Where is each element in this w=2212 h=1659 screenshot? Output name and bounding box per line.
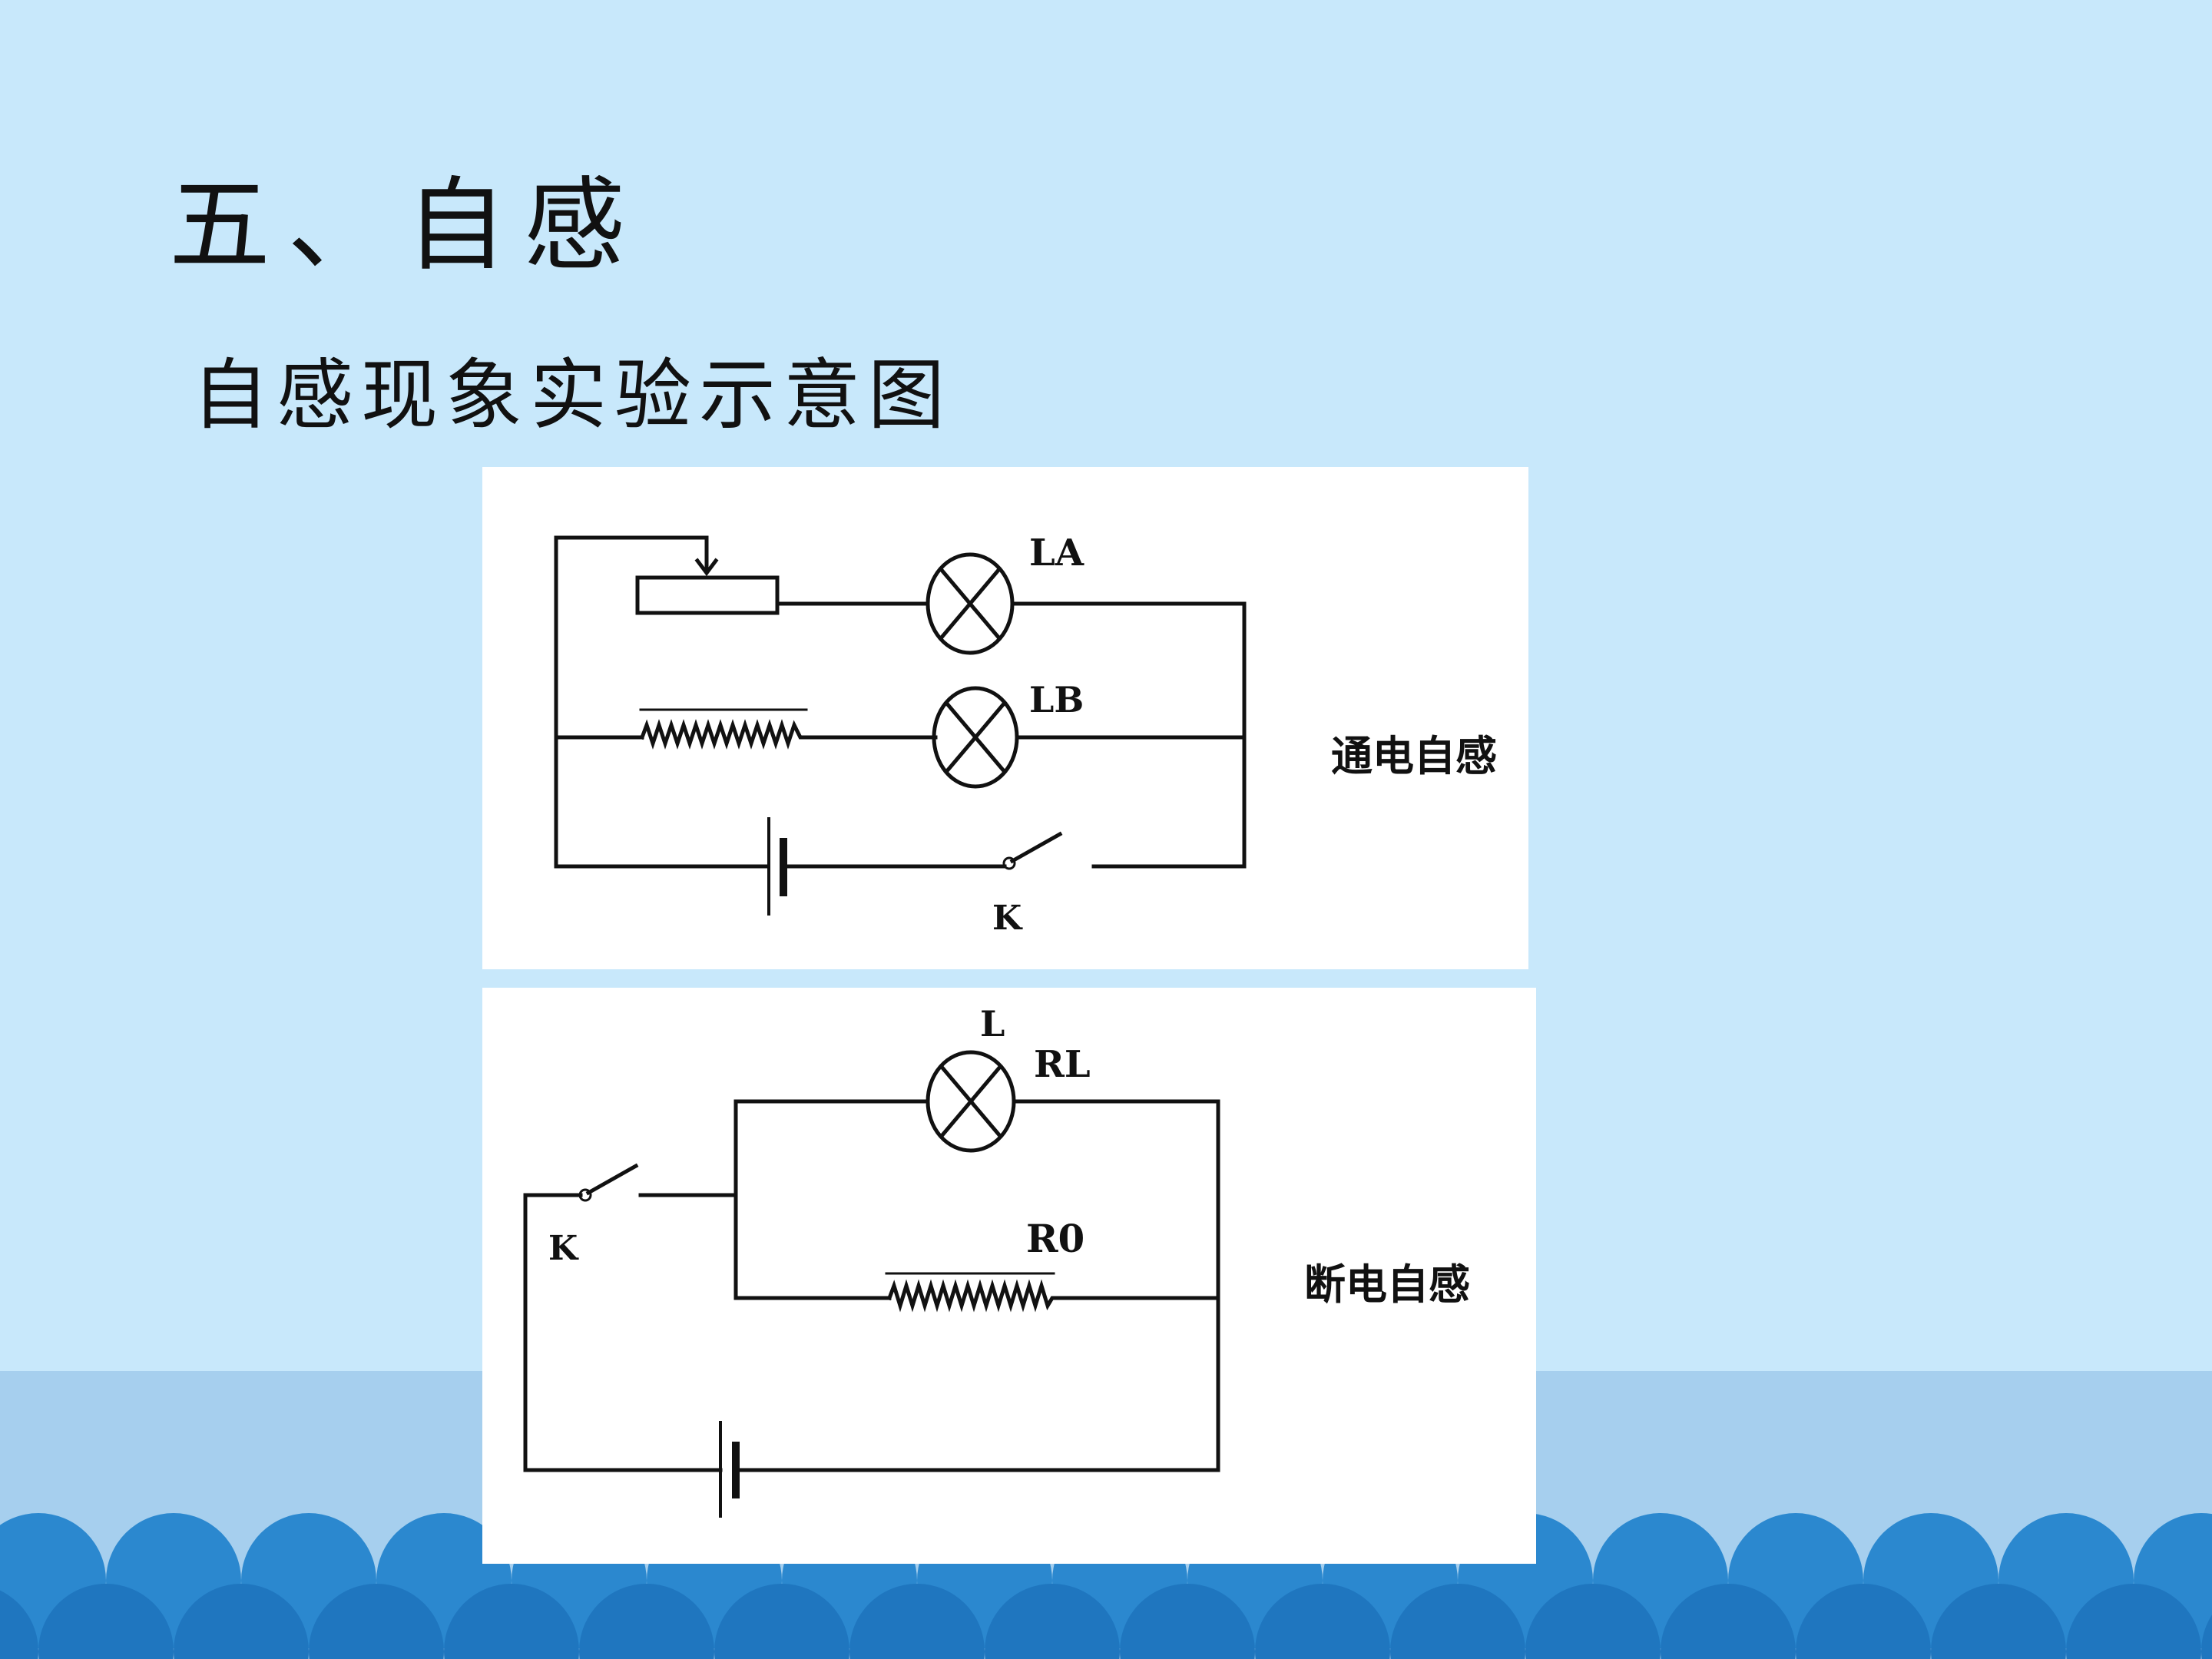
lamp-l-label: L: [980, 1003, 1005, 1045]
wave-arch: [1525, 1584, 1661, 1659]
power-on-circuit-wiring: [554, 535, 1247, 916]
wave-arch: [579, 1584, 714, 1659]
wave-arch: [38, 1584, 174, 1659]
power-off-circuit-wiring: [523, 1050, 1220, 1518]
wave-arch: [1390, 1584, 1525, 1659]
wave-arch: [0, 1590, 38, 1659]
power-on-circuit-diagram: LA LB K 通电自感: [482, 467, 1528, 969]
wave-arch: [2066, 1584, 2201, 1659]
wave-arch: [1120, 1584, 1255, 1659]
wave-arch: [985, 1584, 1120, 1659]
lamp-a: [926, 552, 1015, 655]
power-off-circuit-diagram: L RL K R0 断电自感: [482, 988, 1536, 1564]
switch-blade: [1009, 831, 1063, 864]
slide-subtitle: 自感现象实验示意图: [192, 350, 952, 440]
lamp-rl-label: RL: [1034, 1043, 1091, 1086]
lamp-b-label: LB: [1029, 679, 1084, 720]
switch-blade: [585, 1163, 639, 1196]
wave-arch: [714, 1584, 849, 1659]
wave-arch: [1796, 1584, 1931, 1659]
power-off-caption: 断电自感: [1304, 1260, 1470, 1309]
rheostat-arrow: [694, 558, 719, 577]
wave-arch: [1255, 1584, 1390, 1659]
power-on-caption: 通电自感: [1331, 732, 1497, 780]
wave-arch: [849, 1584, 985, 1659]
rheostat: [635, 575, 780, 615]
slide-title: 五、自感: [169, 167, 642, 285]
lamp-a-label: LA: [1029, 531, 1084, 575]
switch-contact: [1002, 856, 1016, 870]
left-wire: [523, 1193, 723, 1472]
inductor-coil: [639, 719, 810, 750]
bottom-wire-right: [736, 1296, 1220, 1472]
lamp-branch-wire-right: [1012, 1099, 1220, 1300]
wave-arch: [2201, 1614, 2212, 1659]
wave-arch: [1931, 1584, 2066, 1659]
lamp-l: [926, 1050, 1016, 1153]
resistor-coil: [886, 1279, 1061, 1313]
wave-arch: [1661, 1584, 1796, 1659]
switch-k-label: K: [992, 899, 1022, 938]
wave-arch: [309, 1584, 444, 1659]
lamp-b: [932, 686, 1019, 789]
resistor-r0-label: R0: [1026, 1216, 1085, 1261]
wave-arch: [174, 1584, 309, 1659]
wave-arch: [444, 1584, 579, 1659]
switch-k-label: K: [548, 1229, 578, 1268]
switch-contact: [578, 1188, 592, 1202]
rheostat-slider-wire: [554, 535, 709, 574]
